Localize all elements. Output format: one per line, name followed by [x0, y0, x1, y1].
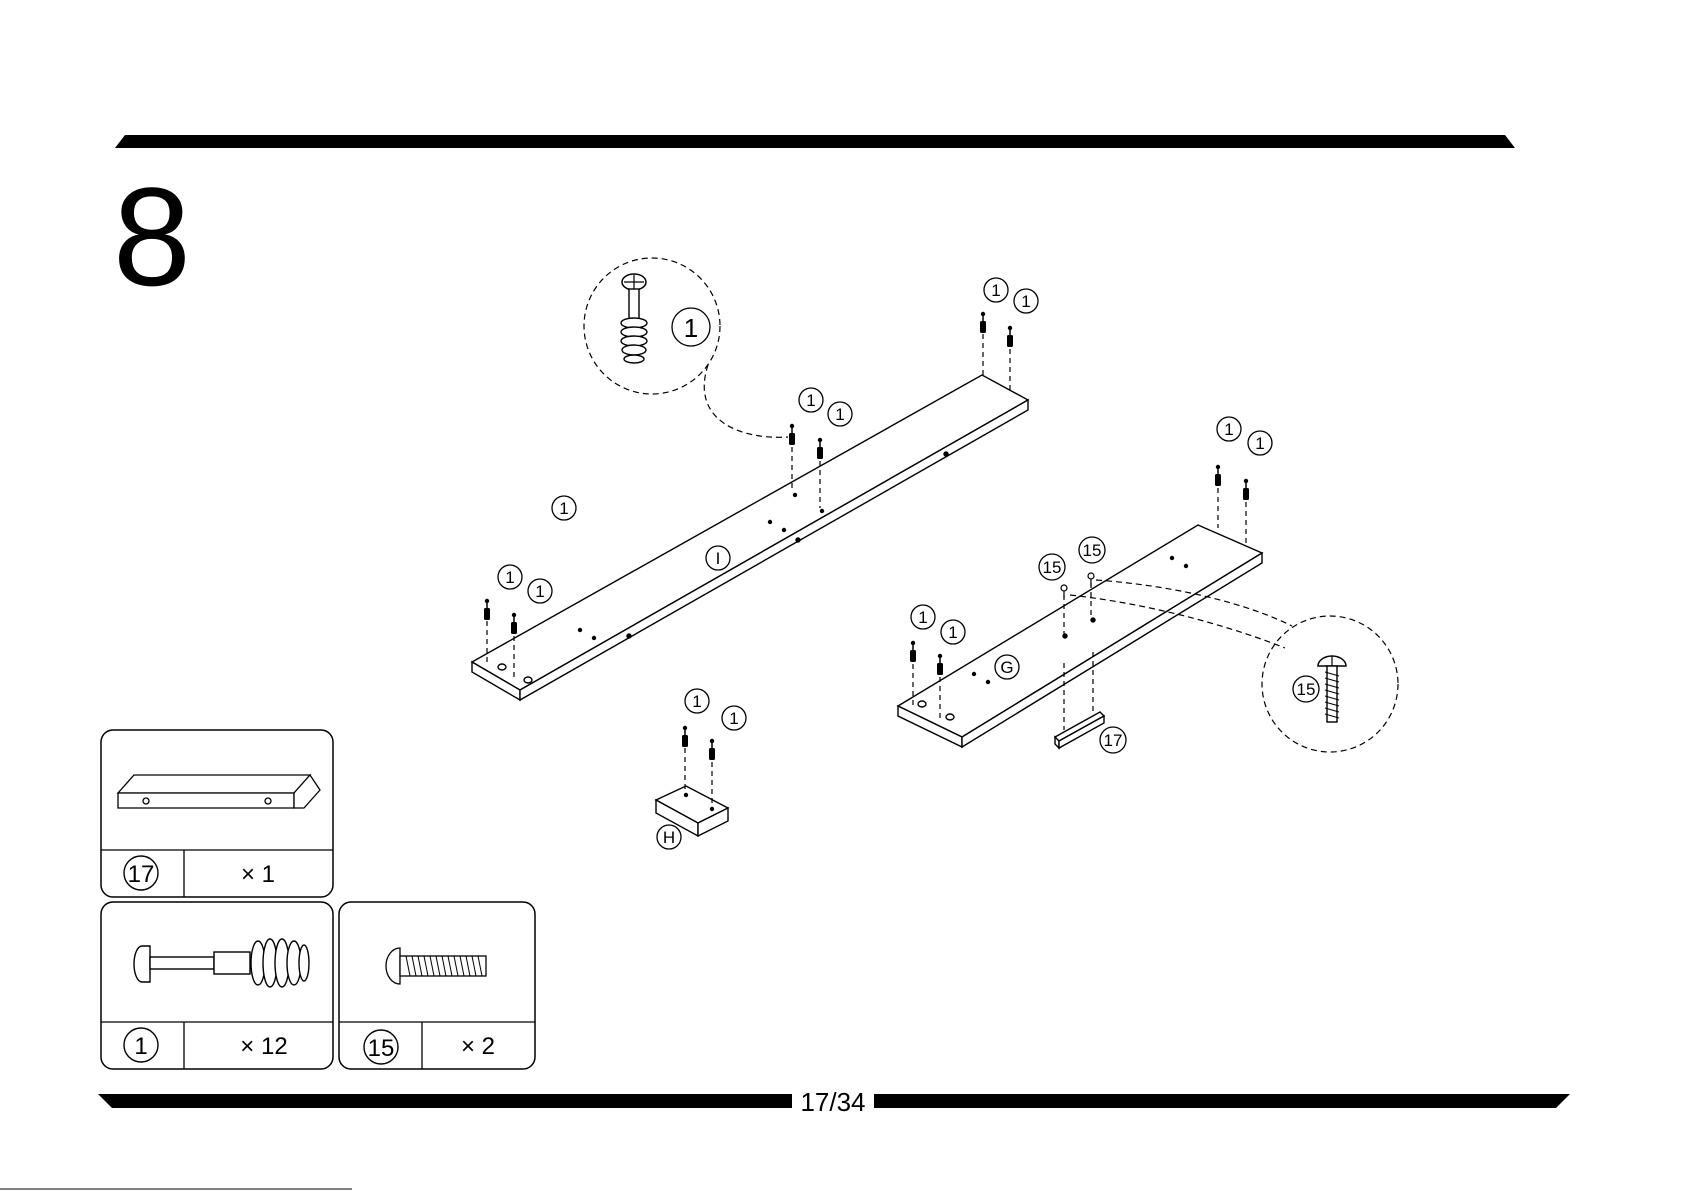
callout-17: 17: [1104, 731, 1123, 750]
hardware-box-1: 1 × 12: [101, 902, 333, 1069]
part-label-g: G: [1000, 658, 1013, 677]
callout-1: 1: [692, 692, 701, 711]
callouts-cam-bolt: [498, 278, 1272, 730]
callout-15: 15: [1083, 541, 1102, 560]
part-label-i: I: [716, 549, 721, 568]
callout-1: 1: [729, 709, 738, 728]
page-number: 17/34: [800, 1087, 865, 1117]
hardware-id: 15: [368, 1035, 395, 1062]
hardware-qty: × 1: [241, 861, 275, 888]
cam-bolts: [484, 312, 1249, 760]
handle-17-part: [1055, 712, 1104, 748]
hardware-qty: × 12: [240, 1033, 287, 1060]
callout-1: 1: [1255, 434, 1264, 453]
callout-15: 15: [1043, 558, 1062, 577]
panel-i: [472, 375, 1028, 700]
callout-1: 1: [918, 608, 927, 627]
callout-1: 1: [535, 582, 544, 601]
part-label-h: H: [663, 828, 675, 847]
hardware-id: 17: [128, 861, 155, 888]
cam-bolt-detail: [584, 258, 788, 437]
callout-1: 1: [948, 623, 957, 642]
callout-1: 1: [991, 281, 1000, 300]
hardware-id: 1: [134, 1033, 147, 1060]
callout-1: 1: [806, 391, 815, 410]
hardware-qty: × 2: [461, 1033, 495, 1060]
top-rule: [115, 135, 1515, 148]
callout-1: 1: [1021, 292, 1030, 311]
handle-17-icon: [118, 775, 320, 808]
step-number: 8: [113, 158, 191, 315]
bottom-rule-left: [98, 1094, 792, 1108]
hardware-box-15: 15 × 2: [339, 902, 535, 1069]
callout-1: 1: [1224, 420, 1233, 439]
bottom-rule-right: [874, 1094, 1570, 1108]
callout-15-detail: 15: [1297, 680, 1316, 699]
callout-1-detail: 1: [684, 313, 698, 343]
hardware-box-17: 17 × 1: [101, 730, 333, 897]
callout-numbers: 1 1 1 1 1 1 1 1 1 1 1 1 1 1: [505, 281, 1264, 728]
callout-1: 1: [835, 405, 844, 424]
callout-1: 1: [505, 568, 514, 587]
callout-1: 1: [559, 499, 568, 518]
